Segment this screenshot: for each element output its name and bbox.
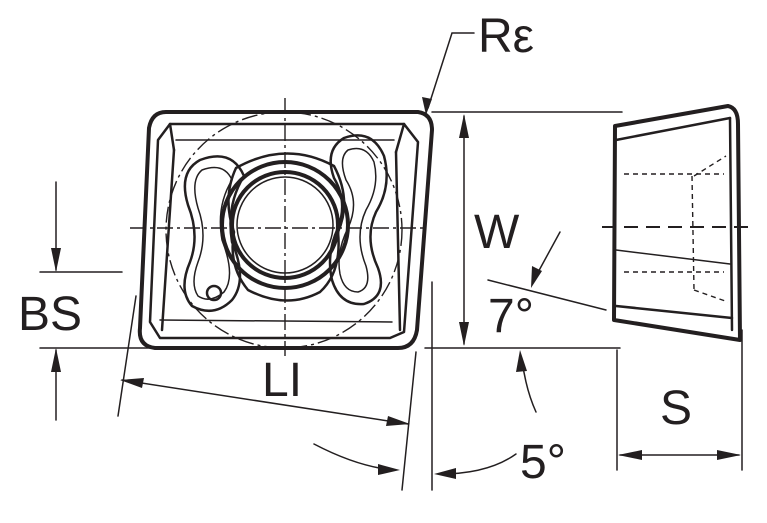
side-view-right-edge: [728, 116, 734, 332]
width-arrow-bottom: [459, 322, 469, 346]
approach-angle-arrow-mid: [434, 468, 456, 479]
side-view-outline: [612, 104, 742, 342]
clearance-angle-label: 7°: [488, 290, 534, 343]
clearance-angle-line: [487, 279, 607, 311]
edge-extension-right: [401, 351, 417, 491]
edge-arrow-left: [120, 378, 144, 388]
right-chip-pocket-inner: [338, 147, 377, 293]
corner-facet-line: [394, 122, 406, 154]
approach-angle-arrow-left: [378, 464, 400, 475]
pocket-hole: [205, 284, 223, 302]
approach-angle-label: 5°: [520, 436, 566, 489]
insert-outline: [137, 110, 434, 350]
edge-dimension-line: [121, 379, 409, 425]
width-label: W: [474, 206, 520, 259]
side-view-facet: [615, 249, 731, 265]
clearance-angle-leader: [535, 231, 561, 277]
corner-facet-line: [160, 148, 176, 332]
bevel-arrow-bottom: [51, 348, 61, 372]
hidden-line: [693, 289, 729, 303]
left-chip-pocket: [183, 155, 246, 313]
edge-arrow-right: [386, 416, 410, 426]
approach-angle-arrow-top: [516, 350, 527, 372]
corner-radius-arrowhead: [422, 97, 432, 115]
insert-facet-outline: [148, 122, 420, 340]
hidden-line: [693, 155, 727, 177]
insert-side-view: [602, 104, 750, 471]
corner-radius-label: Rε: [478, 10, 534, 63]
corner-facet-line: [159, 319, 393, 323]
hidden-line: [691, 175, 695, 291]
edge-extension-left: [117, 295, 137, 417]
corner-radius-leader: [427, 32, 475, 109]
thickness-arrow-left: [618, 450, 642, 460]
bevel-length-label: BS: [18, 288, 82, 341]
side-view-bottom-edge: [614, 304, 734, 320]
insert-top-view: [130, 98, 434, 356]
side-view-top-edge: [614, 116, 732, 142]
width-arrow-top: [459, 114, 469, 138]
inscribed-circle: [165, 111, 403, 349]
left-chip-pocket-inner: [193, 166, 233, 300]
thickness-arrow-right: [717, 450, 741, 460]
thickness-label: S: [660, 382, 692, 435]
clearance-angle-arrowhead: [531, 266, 542, 288]
corner-facet-line: [394, 150, 402, 332]
bevel-arrow-top: [51, 248, 61, 272]
edge-length-label: LI: [262, 354, 302, 407]
corner-facet-line: [168, 122, 176, 152]
dimensions: [39, 32, 623, 491]
